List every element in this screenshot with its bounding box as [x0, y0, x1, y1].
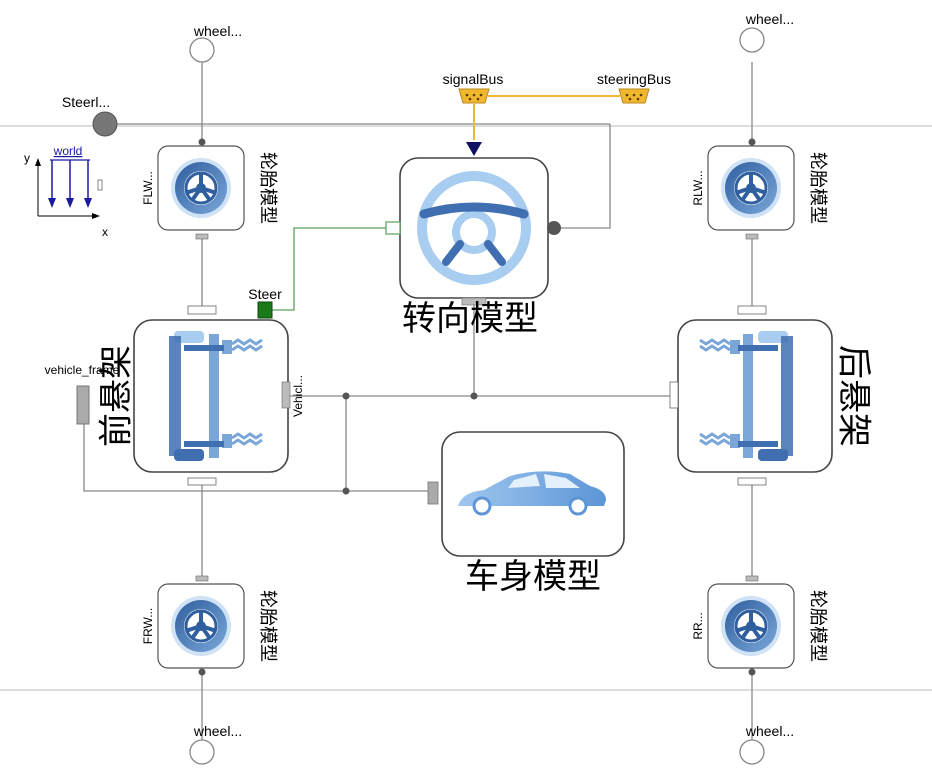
signal-bus-connector[interactable]: signalBus [443, 71, 504, 104]
wheel-port-fr-label: wheel... [193, 723, 242, 739]
steer-input-port[interactable]: Steerl... [62, 94, 118, 137]
steering-model-title: 转向模型 [402, 299, 538, 339]
signal-bus-label: signalBus [443, 71, 504, 87]
tire-rl-title: 轮胎模型 [807, 152, 828, 224]
wheel-port-rr[interactable]: wheel... [739, 723, 794, 765]
bus-input-arrow [466, 142, 482, 156]
tire-fl-id: FLW... [141, 171, 155, 205]
front-suspension-title: 前悬架 [97, 345, 137, 447]
world-label: world [53, 144, 83, 158]
tire-fl-title: 轮胎模型 [257, 152, 278, 224]
world-axis-y: y [24, 151, 30, 165]
wheel-port-rl[interactable]: wheel... [739, 11, 794, 53]
wheel-port-rr-label: wheel... [745, 723, 794, 739]
world-axis-x: x [102, 225, 108, 239]
wheel-port-rl-label: wheel... [745, 11, 794, 27]
car-icon [458, 471, 606, 516]
front-susp-vehicle-port-label: Vehicl... [291, 375, 305, 417]
steer-input-label: Steerl... [62, 94, 110, 110]
body-model-title: 车身模型 [465, 557, 601, 597]
front-suspension[interactable]: Vehicl... 前悬架 [97, 305, 306, 486]
wheel-port-fl[interactable]: wheel... [189, 23, 242, 63]
vehicle-frame-port[interactable]: vehicle_frame [45, 363, 120, 425]
tire-rr-id: RR... [691, 612, 705, 639]
tire-icon [169, 156, 233, 220]
tire-model-rl[interactable]: RLW... 轮胎模型 [691, 145, 828, 240]
rear-suspension[interactable]: 后悬架 [669, 305, 874, 486]
tire-icon [719, 156, 783, 220]
tire-rl-id: RLW... [691, 170, 705, 205]
vehicle-frame-label: vehicle_frame [45, 363, 120, 377]
body-model[interactable]: 车身模型 [427, 431, 625, 597]
tire-icon [719, 594, 783, 658]
tire-icon [169, 594, 233, 658]
steer-port[interactable]: Steer [248, 286, 282, 319]
steer-wire [272, 227, 386, 311]
tire-fr-title: 轮胎模型 [257, 590, 278, 662]
rear-suspension-title: 后悬架 [834, 345, 874, 447]
tire-model-fr[interactable]: FRW... 轮胎模型 [141, 575, 278, 669]
bus-wires [473, 95, 620, 140]
steering-bus-connector[interactable]: steeringBus [597, 71, 671, 104]
wheel-port-fl-label: wheel... [193, 23, 242, 39]
world-component[interactable]: world y x [24, 144, 108, 239]
tire-fr-id: FRW... [141, 608, 155, 644]
wheel-port-fr[interactable]: wheel... [189, 723, 242, 765]
tire-rr-title: 轮胎模型 [807, 590, 828, 662]
tire-model-rr[interactable]: RR... 轮胎模型 [691, 575, 828, 669]
junctions [198, 138, 756, 676]
steering-model[interactable]: 转向模型 [385, 142, 561, 339]
steering-wheel-icon [417, 171, 531, 285]
steer-port-label: Steer [248, 286, 282, 302]
tire-model-fl[interactable]: FLW... 轮胎模型 [141, 145, 278, 240]
steering-bus-label: steeringBus [597, 71, 671, 87]
